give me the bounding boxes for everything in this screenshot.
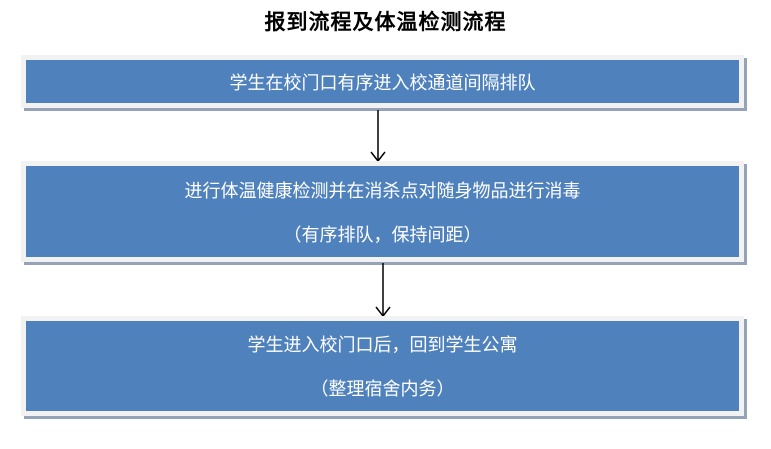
step-1-box: 学生在校门口有序进入校通道间隔排队	[21, 55, 744, 108]
step-3-note: （整理宿舍内务）	[310, 379, 455, 400]
step-1-text: 学生在校门口有序进入校通道间隔排队	[229, 72, 536, 94]
step-2-text: 进行体温健康检测并在消杀点对随身物品进行消毒	[184, 180, 581, 202]
step-2-box: 进行体温健康检测并在消杀点对随身物品进行消毒 （有序排队，保持间距）	[21, 161, 744, 262]
step-3-text: 学生进入校门口后，回到学生公寓	[247, 335, 518, 356]
step-3-box: 学生进入校门口后，回到学生公寓 （整理宿舍内务）	[21, 316, 744, 416]
arrow-down-icon	[370, 110, 386, 163]
arrow-down-icon	[375, 263, 391, 318]
step-2-note: （有序排队，保持间距）	[283, 224, 482, 246]
diagram-title: 报到流程及体温检测流程	[264, 10, 507, 34]
